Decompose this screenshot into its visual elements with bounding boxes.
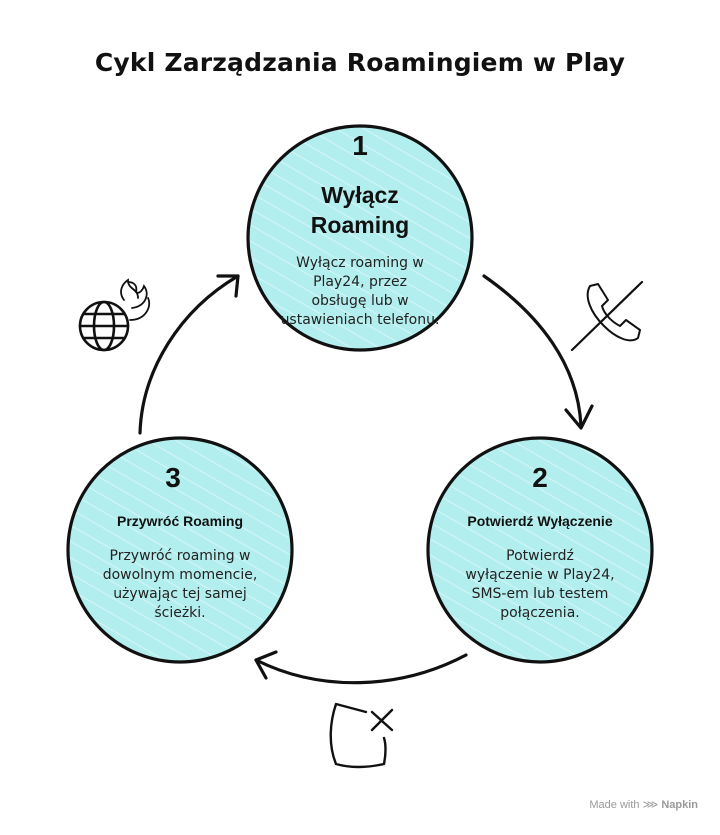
step-2-desc-line: SMS-em lub testem <box>471 586 609 602</box>
step-2-desc-line: Potwierdź <box>506 548 574 564</box>
branding: Made with ⋙ Napkin <box>589 798 698 811</box>
step-1-heading-line: Roaming <box>310 212 410 238</box>
step-2-description: Potwierdź wyłączenie w Play24, SMS-em lu… <box>440 547 640 623</box>
step-1-desc-line: ustawieniach telefonu. <box>280 312 440 328</box>
step-1-description: Wyłącz roaming w Play24, przez obsługę l… <box>260 254 460 330</box>
step-3-desc-line: ścieżki. <box>154 605 206 621</box>
step-2-desc-line: wyłączenie w Play24, <box>465 567 615 583</box>
step-3-circle <box>66 436 294 664</box>
arrow-3-to-1 <box>138 274 240 435</box>
step-1-circle <box>246 124 474 352</box>
arrow-2-to-3 <box>254 650 468 685</box>
step-1-number: 1 <box>352 130 368 161</box>
step-1-desc-line: obsługę lub w <box>311 293 409 309</box>
diagram-title: Cykl Zarządzania Roamingiem w Play <box>94 48 626 77</box>
napkin-logo-icon: ⋙ <box>642 799 659 811</box>
step-2-desc-line: połączenia. <box>500 605 580 621</box>
square-x-icon <box>329 702 394 769</box>
step-1-desc-line: Play24, przez <box>313 274 407 290</box>
step-3-heading: Przywróć Roaming <box>116 513 244 529</box>
branding-prefix: Made with <box>589 799 640 811</box>
phone-off-icon <box>570 280 644 352</box>
step-1-heading-line: Wyłącz <box>321 182 399 208</box>
step-3-desc-line: Przywróć roaming w <box>109 548 251 564</box>
step-1-heading: Wyłącz Roaming <box>260 180 460 240</box>
arrow-1-to-2 <box>482 274 594 430</box>
step-1-desc-line: Wyłącz roaming w <box>296 255 424 271</box>
step-3-desc-line: dowolnym momencie, <box>102 567 258 583</box>
step-3-number: 3 <box>165 462 181 493</box>
step-2-circle <box>426 436 654 664</box>
step-3-desc-line: używając tej samej <box>113 586 247 602</box>
step-2-heading: Potwierdź Wyłączenie <box>467 513 613 529</box>
step-3-description: Przywróć roaming w dowolnym momencie, uż… <box>80 547 280 623</box>
branding-name: Napkin <box>661 799 698 811</box>
step-2-number: 2 <box>532 462 548 493</box>
globe-fire-icon <box>78 278 151 352</box>
